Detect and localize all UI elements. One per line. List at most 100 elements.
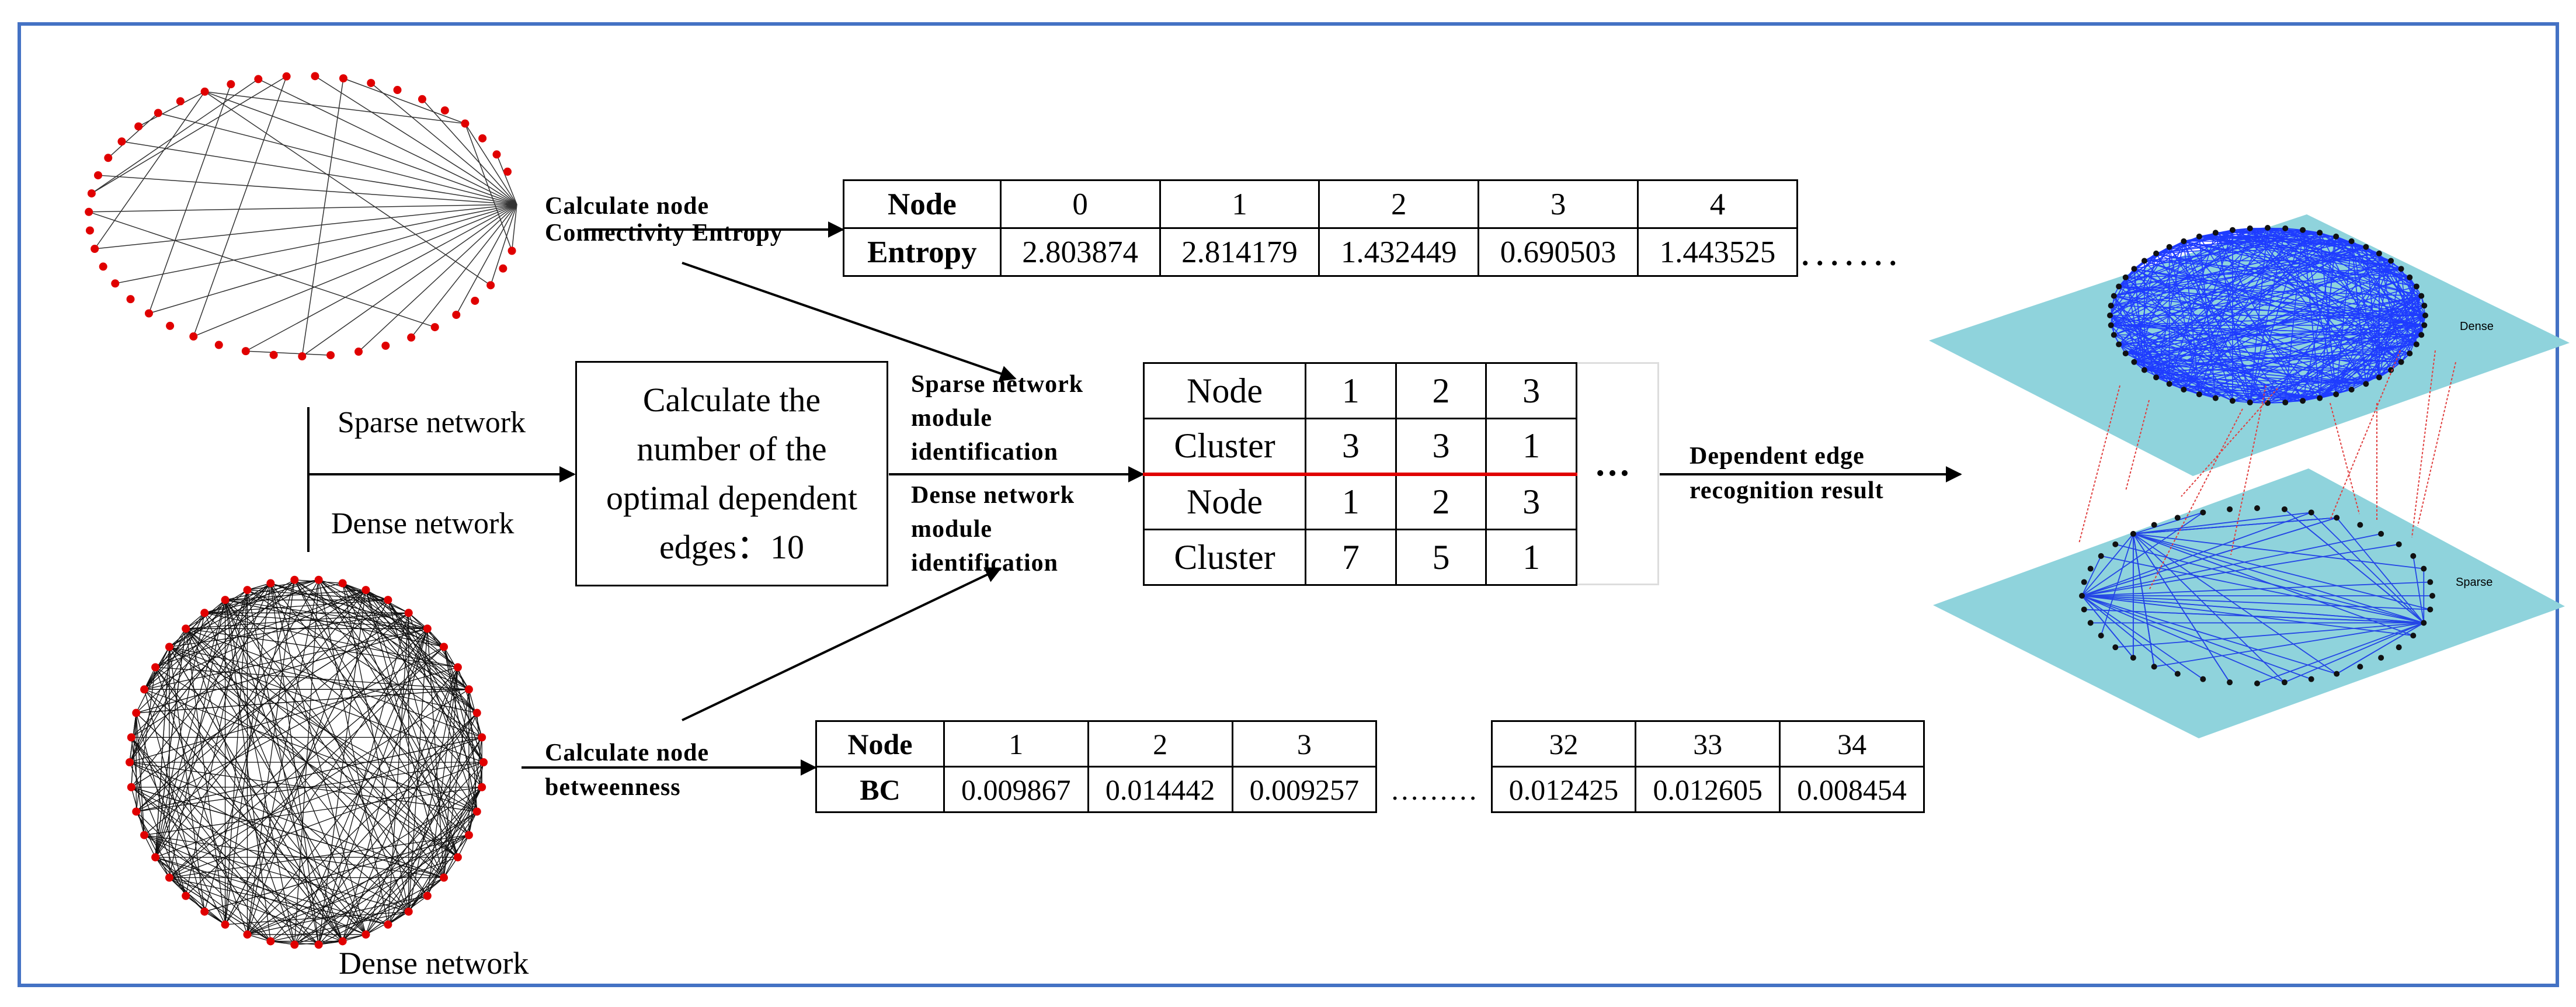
dense-layer-node xyxy=(2212,230,2219,236)
sparse-layer-edge xyxy=(2115,622,2424,648)
sparse-layer-edge xyxy=(2081,512,2203,596)
dense-layer-edge xyxy=(2118,343,2337,395)
dense-edge xyxy=(131,737,145,835)
dense-layer-edge xyxy=(2144,369,2337,395)
dense-edge xyxy=(129,762,186,897)
dense-edge xyxy=(318,579,478,714)
sparse-layer-node xyxy=(2227,679,2233,686)
dense-layer-node xyxy=(2418,293,2425,299)
sparse-layer-edge xyxy=(2284,622,2424,683)
sparse-layer-node xyxy=(2254,680,2260,686)
bc-value-cell: 0.009867 xyxy=(943,766,1089,813)
dense-layer-edge xyxy=(2156,241,2185,378)
dense-node xyxy=(440,643,449,651)
dense-edge xyxy=(318,762,484,945)
sparse-layer-edge xyxy=(2081,595,2337,675)
dense-layer-edge xyxy=(2133,227,2268,363)
dense-layer-edge xyxy=(2133,232,2320,363)
sparse-layer-node xyxy=(2308,676,2314,682)
dense-edge xyxy=(457,835,470,857)
sparse-layer-node xyxy=(2174,515,2181,521)
dense-layer-node xyxy=(2413,341,2419,348)
dense-node xyxy=(290,575,299,584)
dense-layer-edge xyxy=(2390,260,2417,287)
dense-layer-node xyxy=(2265,225,2271,231)
dense-edge xyxy=(144,689,409,912)
sparse-layer-edge xyxy=(2081,555,2102,596)
dense-edge xyxy=(342,583,484,763)
sparse-node xyxy=(298,352,307,360)
sparse-layer-network xyxy=(2079,505,2435,686)
dense-layer-edge xyxy=(2285,228,2422,336)
multilayer-network-figure xyxy=(1929,214,2570,738)
dense-edge xyxy=(155,599,226,857)
dense-node xyxy=(182,624,190,633)
dense-network-label: Dense network xyxy=(331,507,514,540)
sparse-edge xyxy=(464,123,513,251)
dense-layer-edge xyxy=(2118,343,2233,401)
dense-layer-node xyxy=(2388,258,2394,264)
dependent-edge xyxy=(2181,388,2278,497)
dense-edge xyxy=(247,589,388,600)
dense-edge xyxy=(185,628,470,836)
sparse-layer-edge xyxy=(2081,595,2424,624)
dense-layer-edge xyxy=(2302,389,2352,402)
dense-node xyxy=(314,575,323,584)
dense-edge xyxy=(365,589,478,713)
dense-layer-node xyxy=(2108,322,2114,328)
dense-edge xyxy=(131,579,295,738)
dense-edge xyxy=(342,811,478,942)
sparse-node xyxy=(85,207,93,216)
dependent-edge xyxy=(2411,350,2436,538)
sparse-edge xyxy=(204,91,517,205)
dense-layer-edge xyxy=(2232,230,2402,363)
sparse-edge xyxy=(148,204,517,314)
bc-node-cell: 32 xyxy=(1490,720,1637,768)
dense-layer-edge xyxy=(2250,315,2426,403)
dense-layer-node xyxy=(2229,227,2236,233)
sparse-layer-edge xyxy=(2081,595,2285,683)
bc-ellipsis: ……… xyxy=(1390,773,1478,806)
sparse-edge xyxy=(115,204,517,284)
dense-edge xyxy=(247,589,482,738)
dense-node xyxy=(140,685,149,694)
dense-layer-edge xyxy=(2365,246,2417,287)
dense-layer-edge xyxy=(2111,268,2401,306)
dense-layer-edge xyxy=(2125,268,2401,278)
dense-layer-edge xyxy=(2144,230,2233,262)
sparse-layer-edge xyxy=(2336,517,2425,623)
dense-edge xyxy=(144,835,156,857)
entropy-row-label: Entropy xyxy=(843,227,1002,277)
dense-edge xyxy=(131,713,137,787)
dense-edge xyxy=(204,582,343,613)
sparse-layer-edge xyxy=(2154,622,2424,668)
dense-edge xyxy=(342,583,470,690)
dense-layer-edge xyxy=(2113,334,2233,401)
dense-layer-edge xyxy=(2365,325,2425,384)
dense-edge xyxy=(155,647,170,857)
sparse-node-cell: 2 xyxy=(1395,362,1487,419)
dense-edge xyxy=(225,599,427,629)
dense-edge xyxy=(169,612,409,648)
dense-node xyxy=(361,586,370,595)
dense-layer-node xyxy=(2153,374,2160,381)
dense-edge xyxy=(155,666,469,690)
dense-edge xyxy=(144,835,409,912)
dense-node xyxy=(165,873,173,882)
dense-layer-node xyxy=(2111,332,2117,338)
bc-node-cell: 2 xyxy=(1087,720,1233,768)
dense-edge xyxy=(270,582,444,648)
dense-node xyxy=(464,831,473,839)
sparse-node xyxy=(503,167,512,176)
sparse-node xyxy=(87,189,96,198)
dense-layer-edge xyxy=(2111,246,2366,326)
dense-edge xyxy=(136,737,482,812)
dense-layer-node xyxy=(2229,398,2236,404)
arrow-bc-to-dense-module xyxy=(682,567,1002,721)
dense-layer-edge xyxy=(2250,230,2303,403)
dense-layer-node xyxy=(2421,303,2428,309)
sparse-layer-edge xyxy=(2133,533,2230,683)
sparse-edge xyxy=(370,82,517,205)
dense-edge xyxy=(136,762,484,812)
